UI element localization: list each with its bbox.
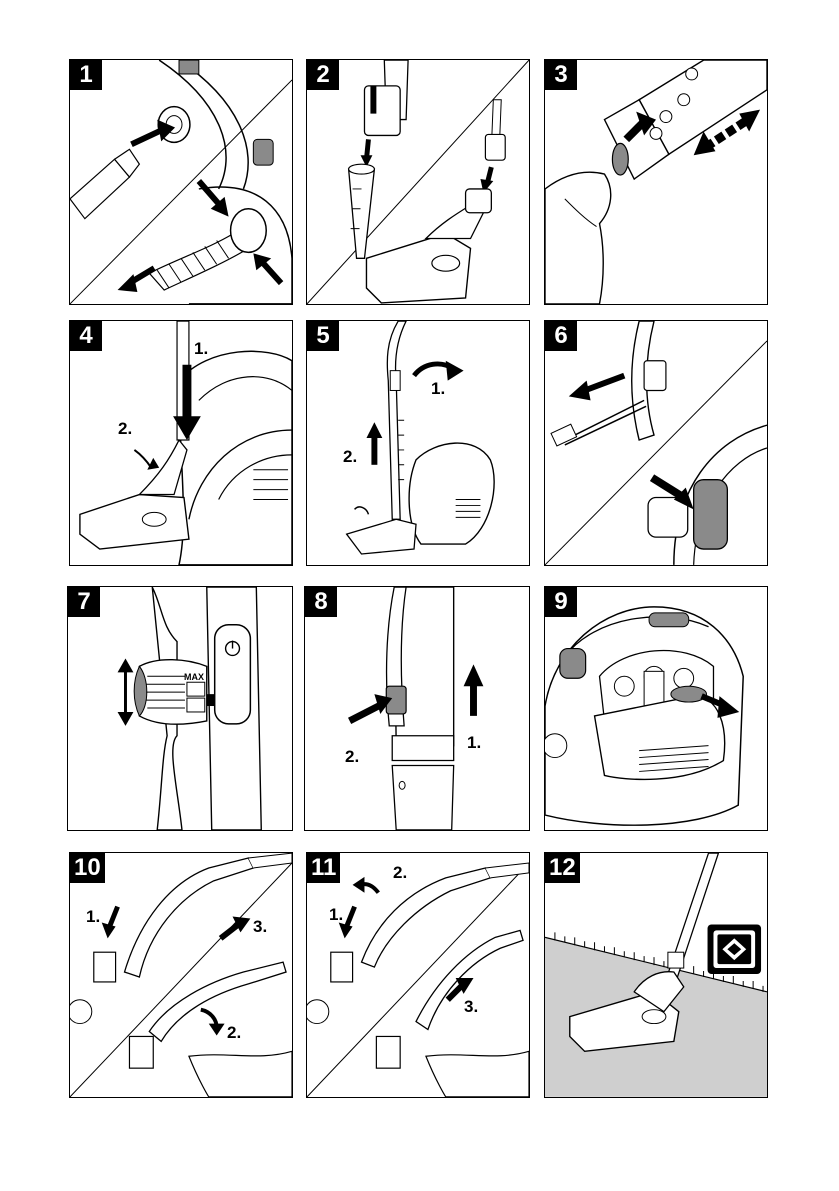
step-2-label: 2.: [343, 447, 357, 467]
storage-position-illustration: [307, 321, 529, 565]
step-1-label: 1.: [431, 379, 445, 399]
floor-cleaning-illustration: [545, 853, 767, 1097]
step-1-label: 1.: [86, 907, 100, 927]
telescopic-tube-adjust-illustration: [545, 60, 767, 304]
filter-cover-open-illustration: [545, 587, 767, 830]
figure-panel-8: 8 1. 2.: [304, 586, 530, 831]
floor-nozzle-attach-illustration: [307, 60, 529, 304]
suction-power-control-illustration: [68, 587, 292, 830]
max-label: MAX: [184, 672, 204, 682]
panel-number: 1: [70, 60, 102, 90]
figure-panel-4: 4 1. 2.: [69, 320, 293, 566]
panel-number: 12: [545, 853, 580, 883]
hose-connection-illustration: [70, 60, 292, 304]
panel-number: 10: [70, 853, 105, 883]
step-2-label: 2.: [393, 863, 407, 883]
unplug-power-illustration: [545, 321, 767, 565]
step-1-label: 1.: [467, 733, 481, 753]
hose-holder-detach-illustration: [307, 853, 529, 1097]
step-2-label: 2.: [227, 1023, 241, 1043]
figure-panel-1: 1: [69, 59, 293, 305]
step-3-label: 3.: [464, 997, 478, 1017]
step-1-label: 1.: [329, 905, 343, 925]
tube-parking-illustration: [70, 321, 292, 565]
panel-number: 4: [70, 321, 102, 351]
figure-panel-10: 10 1. 2. 3.: [69, 852, 293, 1098]
step-1-label: 1.: [194, 339, 208, 359]
panel-number: 7: [68, 587, 100, 617]
step-2-label: 2.: [118, 419, 132, 439]
panel-number: 5: [307, 321, 339, 351]
tube-release-illustration: [305, 587, 529, 830]
panel-number: 3: [545, 60, 577, 90]
step-2-label: 2.: [345, 747, 359, 767]
panel-number: 8: [305, 587, 337, 617]
panel-number: 9: [545, 587, 577, 617]
figure-panel-9: 9: [544, 586, 768, 831]
figure-panel-7: 7 MAX: [67, 586, 293, 831]
panel-number: 11: [307, 853, 340, 883]
figure-panel-11: 11 1. 2. 3.: [306, 852, 530, 1098]
step-3-label: 3.: [253, 917, 267, 937]
panel-number: 2: [307, 60, 339, 90]
figure-panel-5: 5 1. 2.: [306, 320, 530, 566]
figure-panel-2: 2: [306, 59, 530, 305]
figure-panel-6: 6: [544, 320, 768, 566]
figure-panel-3: 3: [544, 59, 768, 305]
hose-holder-attach-illustration: [70, 853, 292, 1097]
figure-panel-12: 12: [544, 852, 768, 1098]
panel-number: 6: [545, 321, 577, 351]
